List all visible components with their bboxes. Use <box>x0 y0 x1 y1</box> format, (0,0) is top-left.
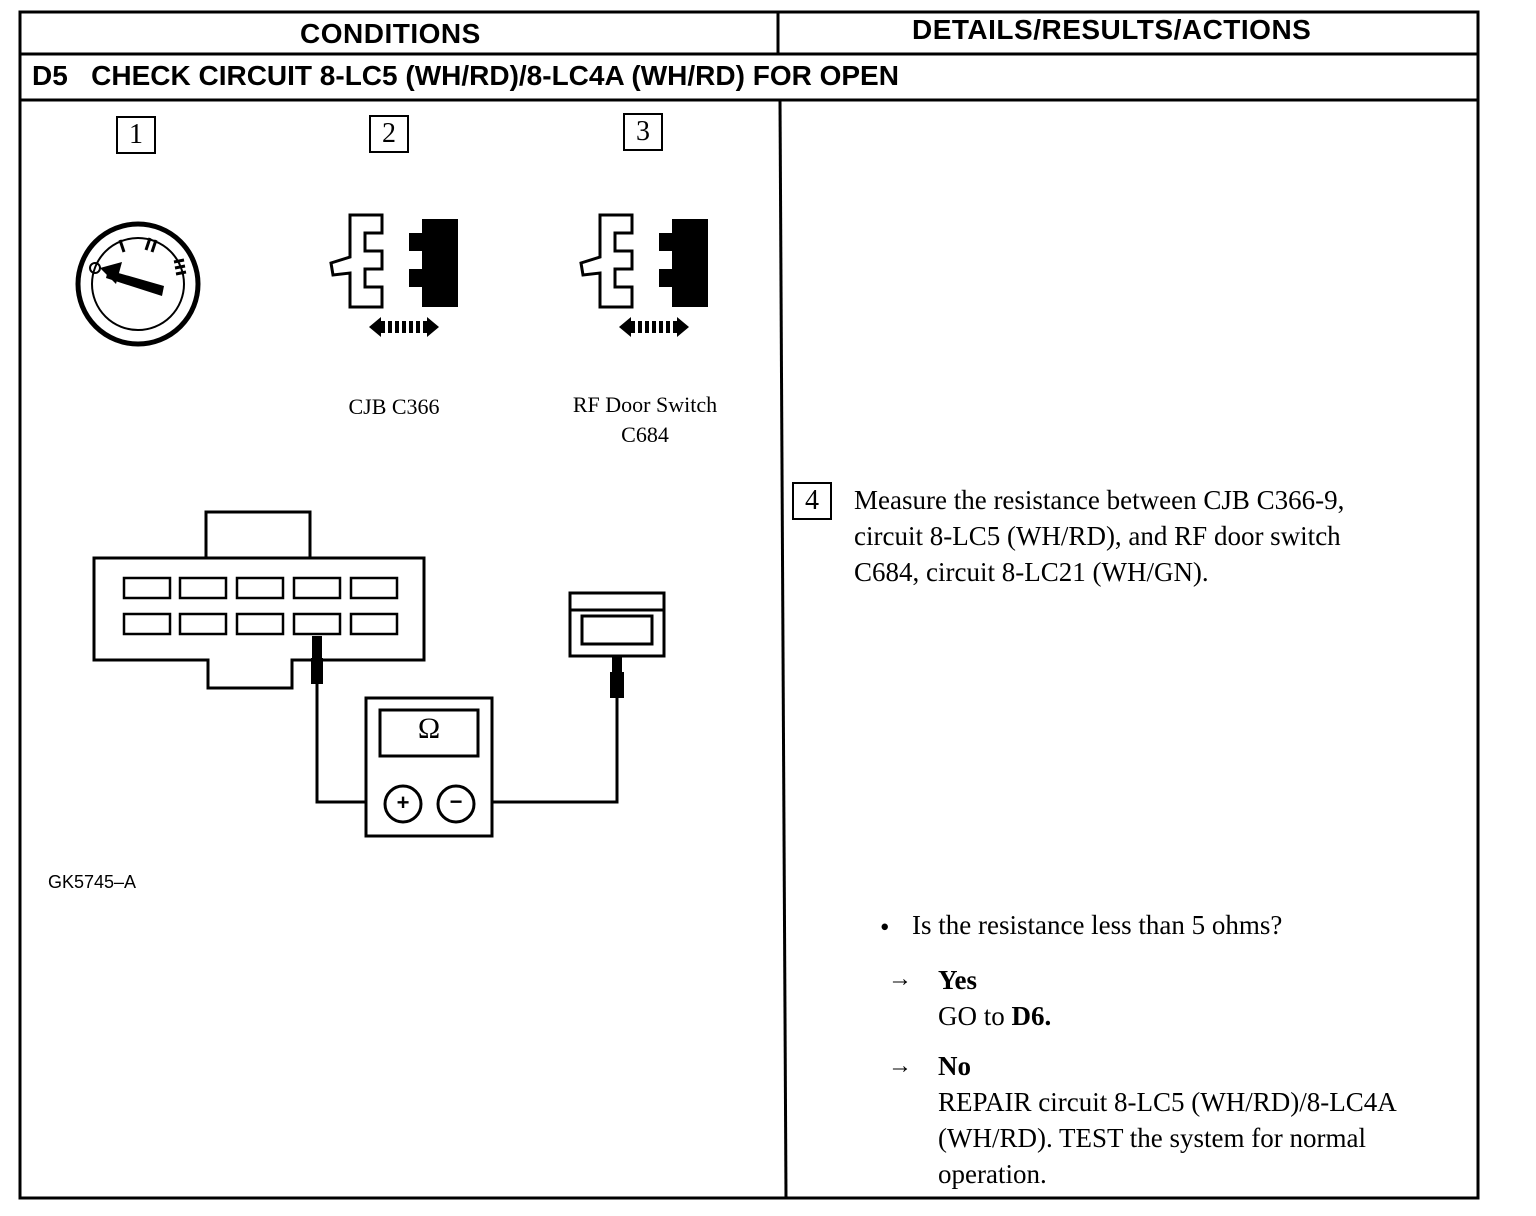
yes-arrow-icon: → <box>888 966 912 992</box>
yes-action: GO to D6. <box>938 1001 1052 1031</box>
question-text: Is the resistance less than 5 ohms? <box>912 910 1283 940</box>
measure-line-3: C684, circuit 8-LC21 (WH/GN). <box>854 557 1209 587</box>
minus-terminal-label: − <box>449 789 463 814</box>
yes-label: Yes <box>938 965 977 995</box>
no-action-line-1: REPAIR circuit 8-LC5 (WH/RD)/8-LC4A <box>938 1087 1397 1117</box>
ignition-switch-icon <box>75 221 201 347</box>
cjb-connector-face <box>92 510 426 690</box>
details-header: DETAILS/RESULTS/ACTIONS <box>912 14 1312 45</box>
question-bullet: • <box>880 912 890 942</box>
rf-door-switch-connector-face <box>568 591 666 658</box>
measure-line-2: circuit 8-LC5 (WH/RD), and RF door switc… <box>854 521 1341 551</box>
step-number-4: 4 <box>792 482 832 520</box>
connector-disconnect-icon-cjb <box>329 213 458 337</box>
step-number-2: 2 <box>369 115 409 153</box>
measure-line-1: Measure the resistance between CJB C366-… <box>854 485 1345 515</box>
step-number-3: 3 <box>623 113 663 151</box>
no-action-line-2: (WH/RD). TEST the system for normal <box>938 1123 1366 1153</box>
test-step-title-text: CHECK CIRCUIT 8-LC5 (WH/RD)/8-LC4A (WH/R… <box>91 60 899 91</box>
test-step-id: D5 <box>32 60 68 91</box>
rf-door-switch-caption-line2: C684 <box>621 422 669 447</box>
no-arrow-icon: → <box>888 1053 912 1079</box>
no-label: No <box>938 1051 971 1081</box>
cjb-connector-caption: CJB C366 <box>348 394 440 419</box>
no-action-line-3: operation. <box>938 1159 1047 1189</box>
test-leads <box>311 636 624 804</box>
measure-instruction: Measure the resistance between CJB C366-… <box>854 482 1344 590</box>
body-column-divider <box>778 99 788 1199</box>
table-border <box>18 10 1480 1200</box>
test-step-title: D5 CHECK CIRCUIT 8-LC5 (WH/RD)/8-LC4A (W… <box>32 60 899 92</box>
no-result: No REPAIR circuit 8-LC5 (WH/RD)/8-LC4A (… <box>938 1048 1397 1192</box>
plus-terminal-label: + <box>396 790 410 815</box>
step-number-1: 1 <box>116 116 156 154</box>
figure-id: GK5745–A <box>48 872 137 892</box>
connector-disconnect-icon-rf-door <box>579 213 708 337</box>
ohm-symbol: Ω <box>417 712 441 745</box>
yes-result: Yes GO to D6. <box>938 962 1051 1034</box>
conditions-header: CONDITIONS <box>300 18 481 49</box>
rf-door-switch-caption: RF Door Switch C684 <box>535 390 755 450</box>
rf-door-switch-caption-line1: RF Door Switch <box>572 392 718 417</box>
ohmmeter-icon <box>364 696 494 838</box>
